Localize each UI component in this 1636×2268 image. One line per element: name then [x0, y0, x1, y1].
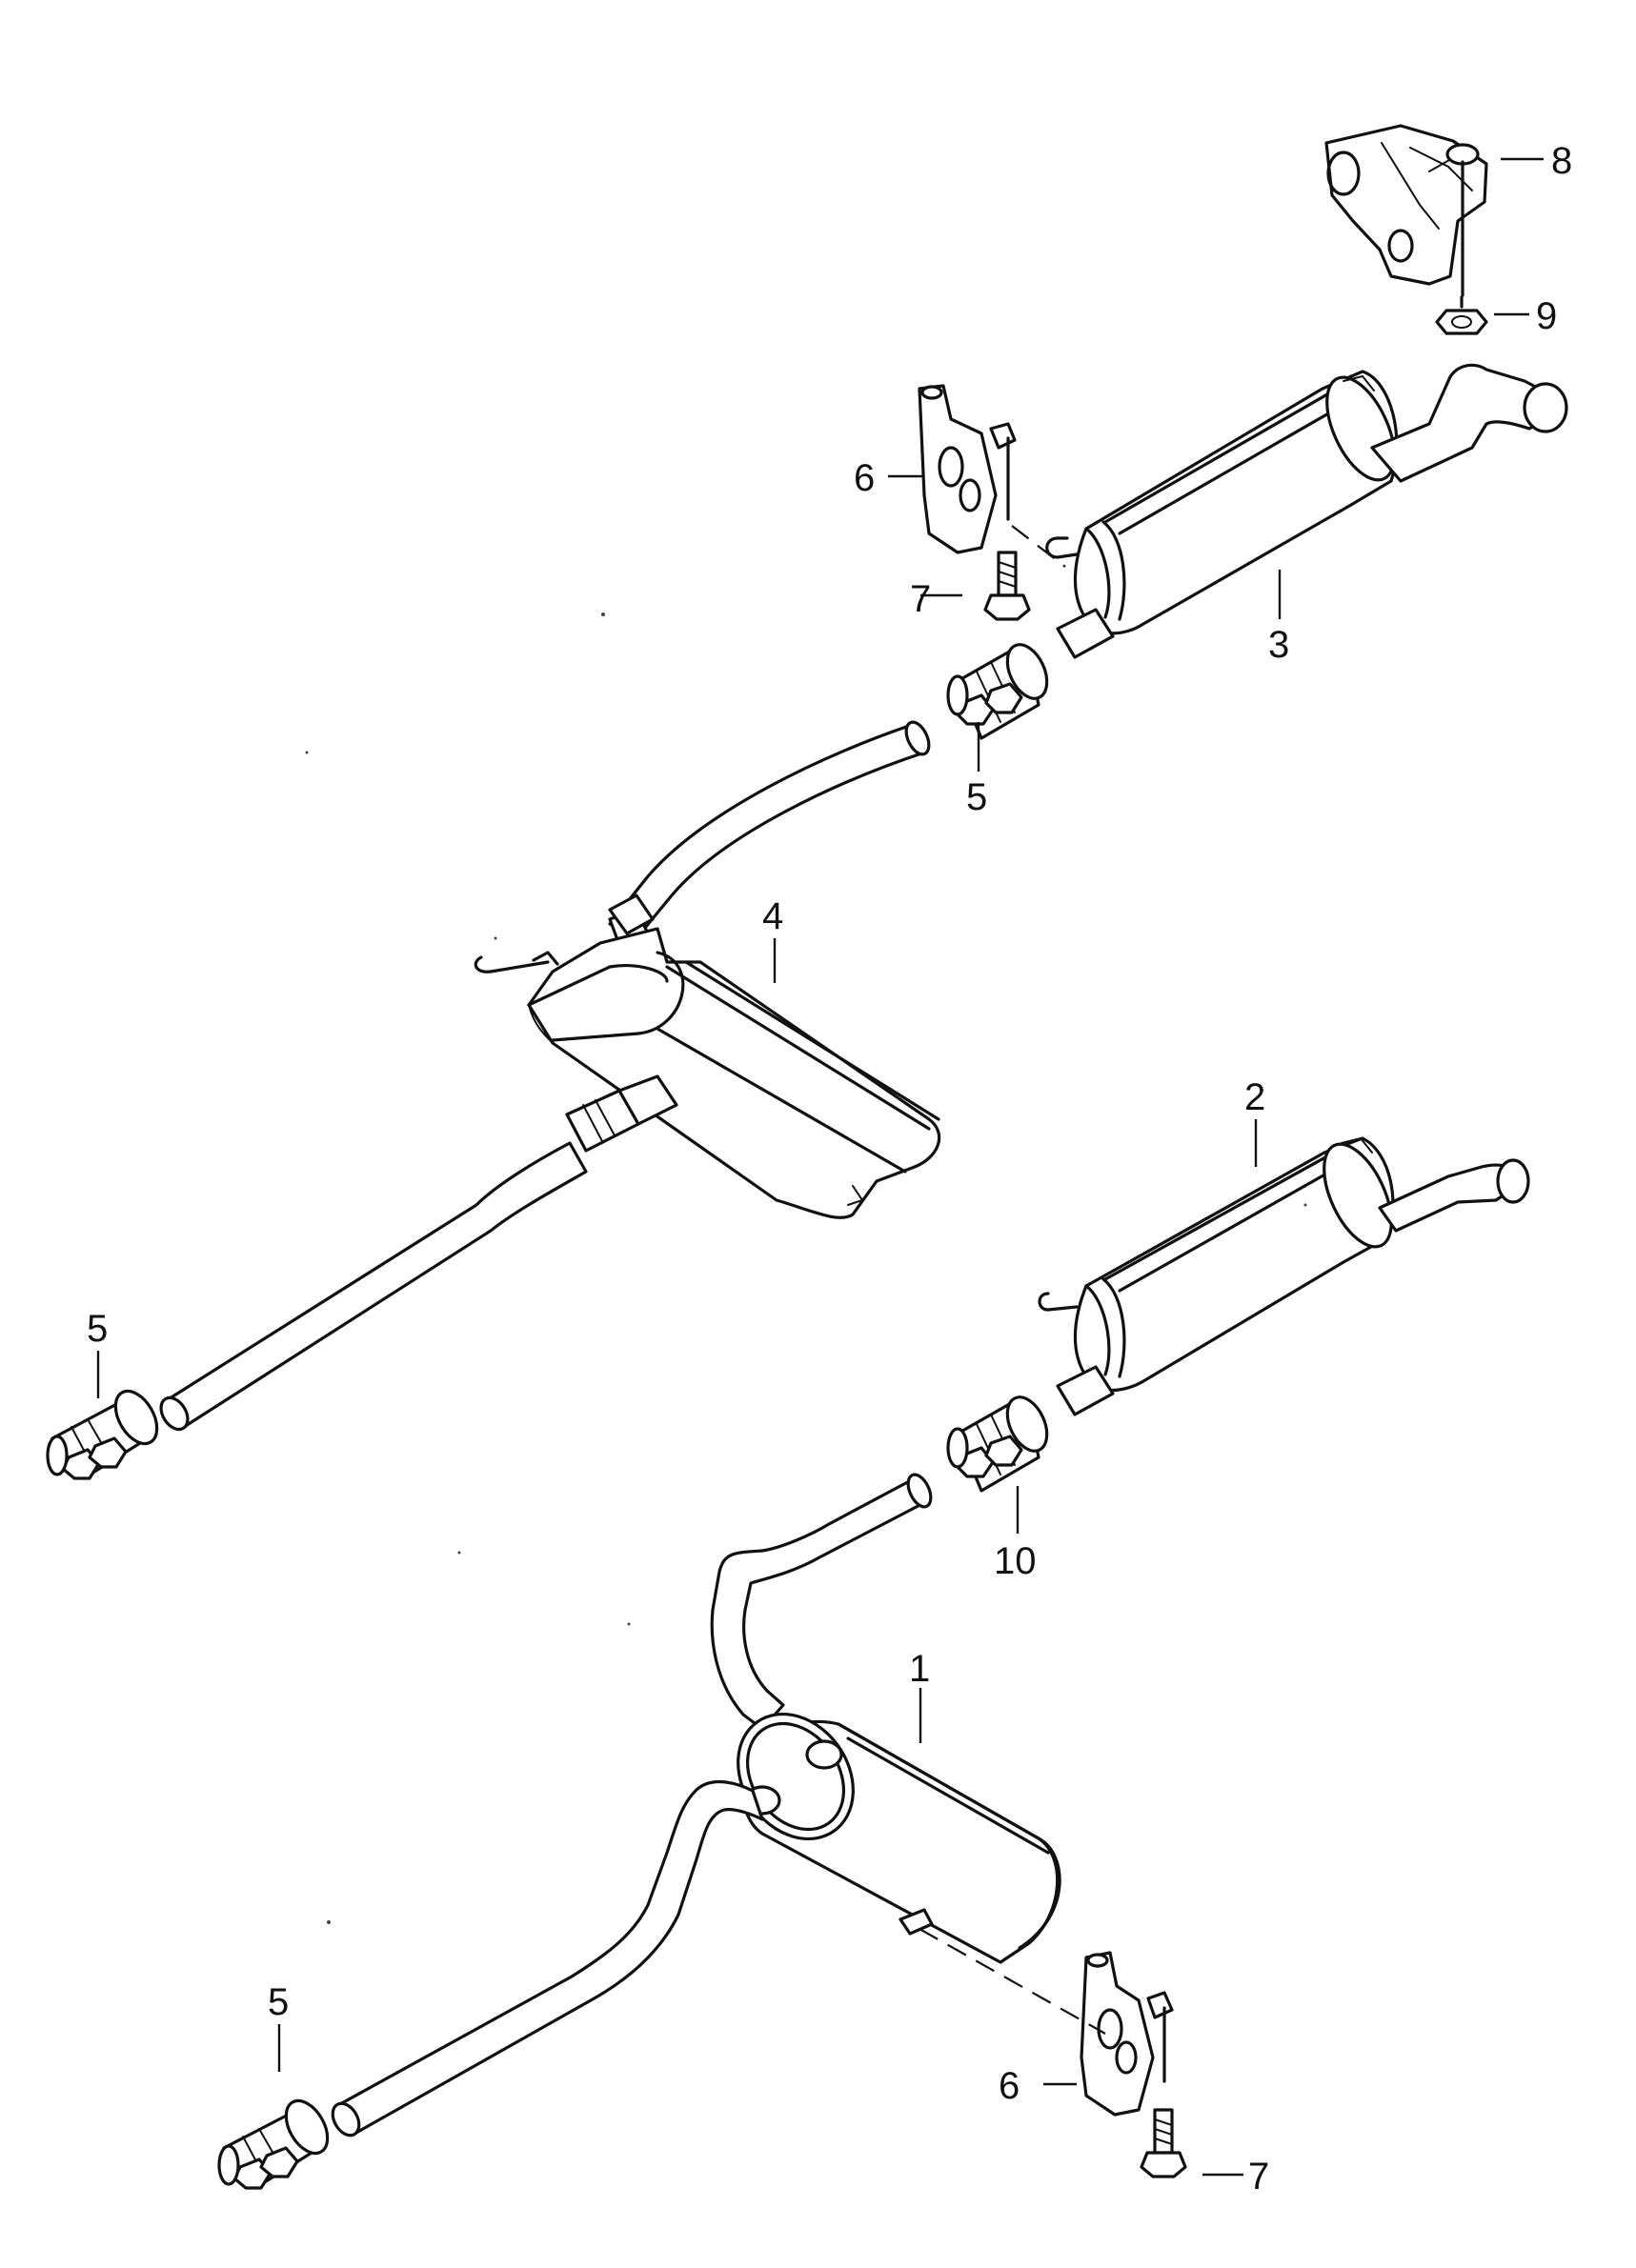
callout-9: 9: [1536, 295, 1557, 337]
callout-1: 1: [909, 1648, 930, 1690]
callout-6-top: 6: [854, 457, 875, 499]
part-6-hanger-top: [918, 384, 1017, 554]
part-5-clamp-bottom: [217, 2098, 330, 2190]
part-4-center-muffler: [474, 893, 941, 1219]
part-5-clamp-left: [46, 1389, 159, 1480]
part-10-clamp: [946, 1395, 1049, 1493]
leader-lines: [96, 157, 1544, 2177]
part-9-nut: [1435, 295, 1488, 335]
callout-6-bottom: 6: [999, 2065, 1020, 2107]
scan-specks: [305, 612, 1307, 1924]
part-6-hanger-bottom: [1080, 1951, 1174, 2117]
part-1-front-muffler: [336, 1473, 1061, 2136]
callout-7-bottom: 7: [1248, 2156, 1269, 2198]
callout-4: 4: [762, 895, 783, 937]
part-2-rear-muffler: [1038, 1136, 1530, 1416]
callout-7-top: 7: [910, 578, 931, 620]
part-8-bracket: [1324, 124, 1488, 297]
callout-5-left: 5: [87, 1308, 108, 1350]
callout-10: 10: [994, 1540, 1037, 1582]
callout-5-top: 5: [966, 776, 987, 818]
callout-2: 2: [1244, 1076, 1265, 1118]
part-3-rear-muffler: [1045, 363, 1568, 659]
callout-5-bottom: 5: [268, 1981, 289, 2023]
part-7-bolt-top: [983, 551, 1031, 621]
part-7-bolt-bottom: [1140, 2108, 1187, 2178]
callout-3: 3: [1268, 624, 1289, 666]
part-5-clamp-top: [946, 643, 1049, 740]
callout-8: 8: [1551, 140, 1572, 182]
